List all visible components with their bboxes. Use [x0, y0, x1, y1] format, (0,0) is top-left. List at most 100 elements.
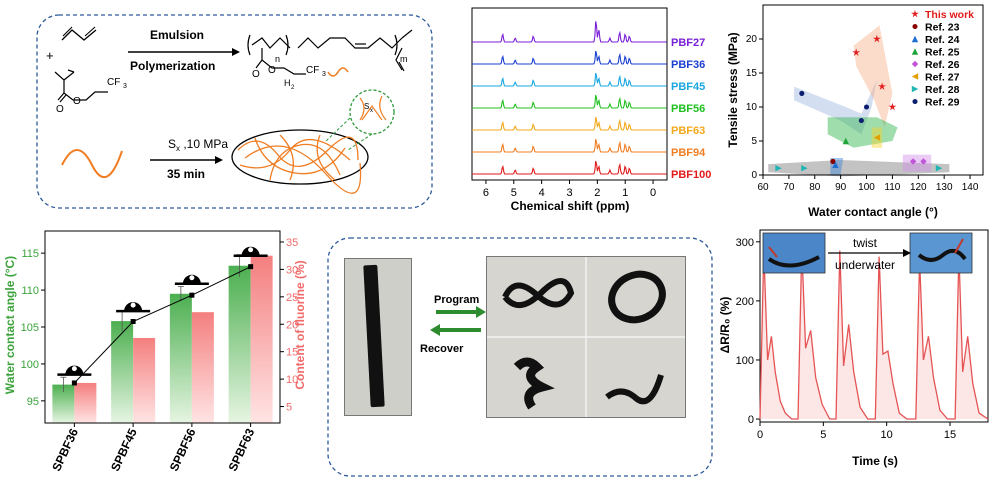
scatter-point-ref-28 — [775, 165, 782, 172]
svg-text:O: O — [73, 96, 81, 107]
nmr-tick-0: 0 — [650, 187, 656, 199]
nmr-label-PBF63: PBF63 — [671, 125, 705, 137]
scatter-point-this-work — [878, 82, 886, 90]
legend-label: Ref. 27 — [925, 72, 960, 84]
bar-category-SPBF36: SPBF36 — [49, 426, 81, 473]
scatter-point-ref-28 — [935, 165, 943, 172]
scatter-xlabel: Water contact angle (°) — [808, 205, 938, 219]
line-xtick: 15 — [944, 429, 956, 441]
nmr-trace-PBF36 — [472, 50, 667, 65]
bar-wca-SPBF45 — [111, 321, 134, 423]
underwater-label: underwater — [835, 258, 895, 272]
line-ylabel: ΔR/R₀ (%) — [718, 297, 732, 354]
bar-trend-point — [71, 380, 77, 386]
bar-ytick-right: 5 — [286, 402, 292, 414]
line-plot-frame — [759, 229, 989, 423]
zoom-circle — [349, 89, 395, 135]
legend-label: This work — [925, 9, 974, 21]
region-ref28 — [768, 160, 950, 177]
svg-text:n: n — [275, 54, 280, 64]
bar-ylabel-right: Content of fluorine (%) — [293, 260, 307, 389]
svg-text:3: 3 — [322, 71, 326, 78]
nmr-tick-4: 4 — [539, 187, 545, 199]
nmr-trace-PBF94 — [472, 138, 667, 153]
line-area-fill — [760, 247, 988, 420]
nmr-tick-2: 2 — [594, 187, 600, 199]
bar-trend-point — [130, 319, 136, 325]
twist-label: twist — [853, 236, 878, 250]
scatter-point-ref-26 — [920, 158, 927, 165]
bar-fluorine-SPBF63 — [250, 255, 273, 423]
bar-ytick-left: 105 — [21, 322, 39, 334]
nmr-label-PBF36: PBF36 — [671, 59, 705, 71]
svg-text:H: H — [284, 78, 291, 88]
synthesis-scheme: + O O CF 3 Emulsion Polymerization n m O… — [36, 14, 433, 209]
wave-shape — [605, 374, 664, 405]
step2-label-top: Sx ,10 MPa — [168, 137, 228, 153]
nmr-label-PBF94: PBF94 — [671, 147, 706, 159]
legend-label: Ref. 28 — [925, 84, 960, 96]
polymer-chain-icon — [327, 67, 349, 77]
bar-ytick-left: 110 — [21, 285, 39, 297]
scatter-xtick: 80 — [809, 182, 821, 193]
nmr-trace-PBF63 — [472, 116, 667, 131]
line-ytick: 300 — [736, 237, 754, 249]
step1-label-bottom: Polymerization — [130, 59, 215, 73]
svg-text:m: m — [400, 54, 408, 64]
scatter-xtick: 70 — [783, 182, 795, 193]
scatter-xtick: 110 — [884, 182, 900, 193]
svg-text:O: O — [252, 69, 260, 80]
bar-fluorine-SPBF45 — [133, 337, 156, 423]
bar-ytick-right: 35 — [286, 237, 298, 249]
bar-trend-point — [248, 264, 254, 270]
legend-marker — [911, 9, 919, 18]
bar-ytick-right: 15 — [286, 347, 298, 359]
bar-ytick-right: 25 — [286, 292, 298, 304]
scatter-point-this-work — [888, 102, 897, 111]
legend-label: Ref. 24 — [925, 34, 960, 46]
nmr-tick-3: 3 — [566, 187, 572, 199]
legend-label: Ref. 25 — [925, 47, 960, 59]
shape-memory-frame: Program Recover — [327, 237, 713, 477]
scatter-xtick: 100 — [858, 182, 875, 193]
scatter-point-ref-23 — [830, 158, 836, 164]
original-strip-photo — [344, 258, 412, 416]
bar-ytick-left: 95 — [27, 396, 39, 408]
linear-chain-icon — [61, 149, 123, 179]
region-ref26 — [902, 154, 932, 172]
line-ytick: 100 — [736, 355, 754, 367]
droplet-icon — [57, 365, 92, 376]
line-ytick: 0 — [748, 414, 754, 426]
scatter-ytick: 5 — [751, 136, 757, 147]
scatter-xtick: 140 — [962, 182, 979, 193]
nmr-trace-PBF100 — [472, 160, 667, 175]
scatter-ytick: 20 — [746, 34, 758, 45]
svg-text:CF: CF — [107, 77, 120, 88]
bar-fluorine-SPBF56 — [191, 312, 214, 423]
nmr-label-PBF56: PBF56 — [671, 103, 705, 115]
legend-marker — [911, 35, 919, 43]
svg-text:2: 2 — [291, 85, 295, 91]
bar-trend-point — [189, 292, 195, 298]
bar-ylabel-left: Water contact angle (°C) — [3, 256, 17, 394]
legend-marker — [912, 23, 918, 30]
nmr-trace-PBF45 — [472, 72, 667, 87]
nmr-xlabel: Chemical shift (ppm) — [511, 199, 630, 213]
nmr-tick-5: 5 — [511, 187, 517, 199]
scatter-ylabel: Tensile stress (MPa) — [726, 32, 740, 147]
figure-eight-shape — [502, 278, 575, 308]
legend-marker — [911, 85, 919, 93]
nmr-label-PBF45: PBF45 — [671, 81, 705, 93]
nmr-tick-6: 6 — [483, 187, 489, 199]
step2-label-bottom: 35 min — [167, 167, 205, 181]
droplet-icon — [174, 274, 209, 286]
scatter-xtick: 120 — [910, 182, 927, 193]
scatter-xtick: 90 — [835, 182, 847, 193]
legend-marker — [911, 60, 919, 68]
